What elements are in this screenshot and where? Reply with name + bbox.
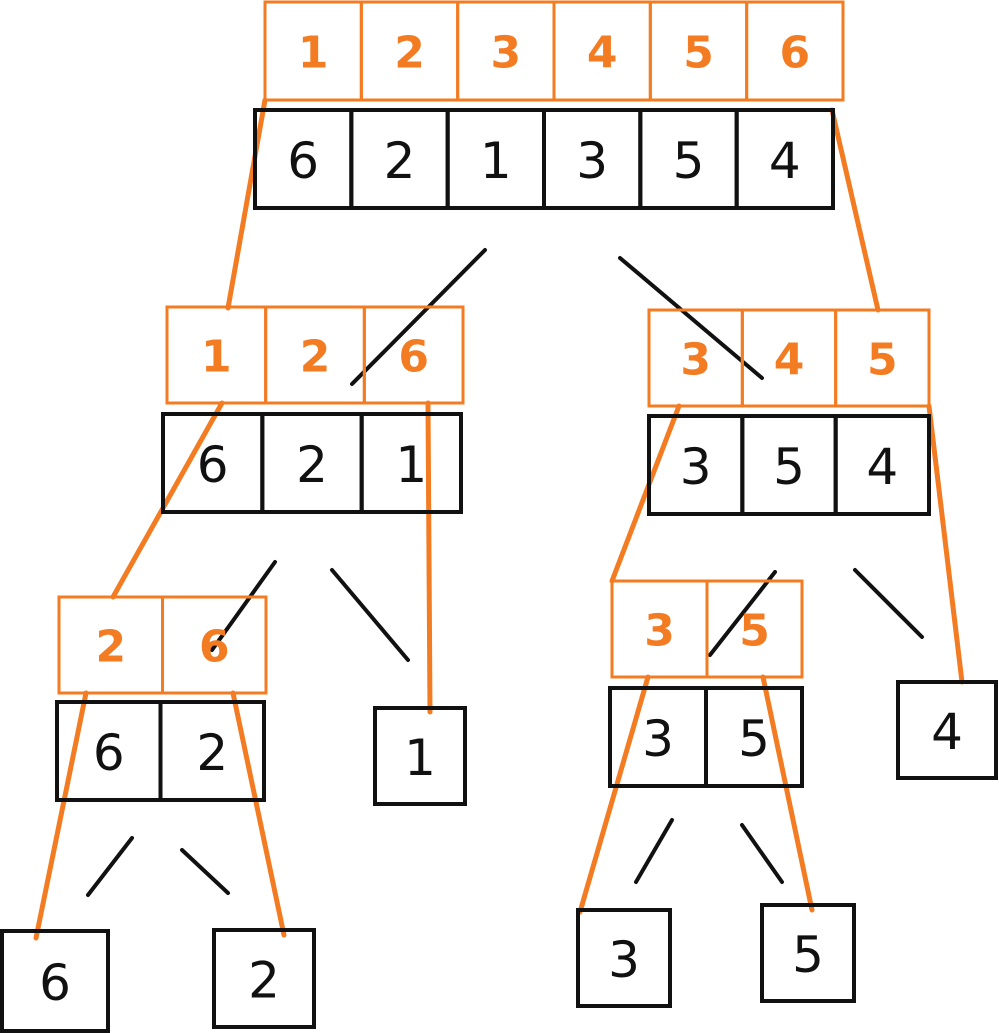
root-input-value: 2 <box>384 132 416 190</box>
right-input-value: 5 <box>773 438 805 496</box>
merge-line-9 <box>577 674 651 915</box>
leaf-2-input-row: 2 <box>212 928 316 1029</box>
right-input-value: 4 <box>866 438 898 496</box>
left-left-input-cell <box>158 700 266 802</box>
right-input-cell <box>833 414 932 516</box>
leaf-6-input-row: 6 <box>0 929 110 1033</box>
merge-line-6 <box>926 403 965 685</box>
right-sorted-value: 4 <box>774 335 805 386</box>
leaf-1-input-row: 1 <box>373 706 467 806</box>
leaf-3-input-row: 3 <box>576 908 672 1008</box>
left-input-value: 6 <box>197 436 229 494</box>
root-sorted-row: 1 2 3 4 5 6 <box>263 0 845 102</box>
leaf-1-input-value: 1 <box>404 729 436 787</box>
split-line-10 <box>740 823 784 884</box>
merge-line-1 <box>225 97 268 311</box>
left-input-value: 1 <box>395 436 427 494</box>
right-left-input-value: 5 <box>738 710 770 768</box>
leaf-5-input-row: 5 <box>760 903 856 1003</box>
merge-line-4 <box>425 400 433 715</box>
leaf-3-input-value: 3 <box>608 931 640 989</box>
leaf-5-input-value: 5 <box>792 926 824 984</box>
leaf-5-input-cell <box>760 903 856 1003</box>
leaf-2-input-value: 2 <box>248 952 280 1010</box>
right-left-sorted-cell <box>705 579 804 679</box>
root-sorted-value: 1 <box>298 28 329 79</box>
leaf-1-input-cell <box>373 706 467 806</box>
left-sorted-cell <box>362 305 465 405</box>
left-input-row: 6 2 1 <box>161 412 463 514</box>
merge-line-7 <box>33 690 89 941</box>
right-left-input-value: 3 <box>642 710 674 768</box>
right-sorted-value: 5 <box>867 335 898 386</box>
root-sorted-value: 2 <box>394 28 425 79</box>
merge-line-2 <box>829 107 881 313</box>
leaf-6-input-cell <box>0 929 110 1033</box>
leaf-3-input-cell <box>576 908 672 1008</box>
leaf-4-input-value: 4 <box>931 703 963 761</box>
split-line-4 <box>330 568 410 662</box>
split-line-8 <box>180 848 230 895</box>
leaf-2-input-cell <box>212 928 316 1029</box>
split-line-6 <box>853 568 924 639</box>
right-sorted-value: 3 <box>680 335 711 386</box>
root-sorted-value: 4 <box>587 28 618 79</box>
leaf-4-input-row: 4 <box>896 680 998 780</box>
left-sorted-value: 2 <box>300 332 331 383</box>
right-sorted-cell <box>834 308 931 408</box>
root-input-value: 5 <box>673 132 705 190</box>
root-input-row: 6 2 1 3 5 4 <box>253 108 836 210</box>
left-sorted-value: 1 <box>201 332 232 383</box>
split-line-7 <box>86 836 134 897</box>
split-line-9 <box>634 818 674 884</box>
left-left-sorted-value: 2 <box>95 622 126 673</box>
right-left-input-cell <box>704 686 804 788</box>
left-left-sorted-value: 6 <box>199 622 230 673</box>
leaf-6-input-value: 6 <box>39 954 71 1012</box>
split-line-5 <box>708 570 777 657</box>
merge-line-3 <box>110 400 225 600</box>
right-input-row: 3 5 4 <box>647 414 932 516</box>
root-sorted-value: 3 <box>491 28 522 79</box>
root-sorted-value: 5 <box>683 28 714 79</box>
root-input-value: 6 <box>287 132 319 190</box>
split-line-3 <box>210 560 277 652</box>
split-line-1 <box>350 248 487 386</box>
left-left-sorted-cell <box>161 595 268 695</box>
tree-links <box>33 97 965 941</box>
left-left-input-value: 6 <box>93 724 125 782</box>
root-sorted-value: 6 <box>780 28 811 79</box>
root-input-value: 4 <box>769 132 801 190</box>
left-input-cell <box>359 412 463 514</box>
right-sorted-row: 3 4 5 <box>647 308 931 408</box>
root-input-value: 3 <box>576 132 608 190</box>
root-sorted-cell <box>745 0 845 102</box>
right-left-sorted-value: 3 <box>644 606 675 657</box>
left-sorted-row: 1 2 6 <box>165 305 465 405</box>
root-input-cell <box>734 108 836 210</box>
right-input-value: 3 <box>680 438 712 496</box>
leaf-4-input-cell <box>896 680 998 780</box>
right-left-sorted-value: 5 <box>739 606 770 657</box>
merge-line-8 <box>230 690 287 938</box>
left-input-value: 2 <box>296 436 328 494</box>
split-line-2 <box>618 256 764 380</box>
merge-line-10 <box>760 674 815 913</box>
merge-line-5 <box>609 403 682 584</box>
left-left-input-value: 2 <box>196 724 228 782</box>
root-input-value: 1 <box>480 132 512 190</box>
left-sorted-value: 6 <box>398 332 429 383</box>
